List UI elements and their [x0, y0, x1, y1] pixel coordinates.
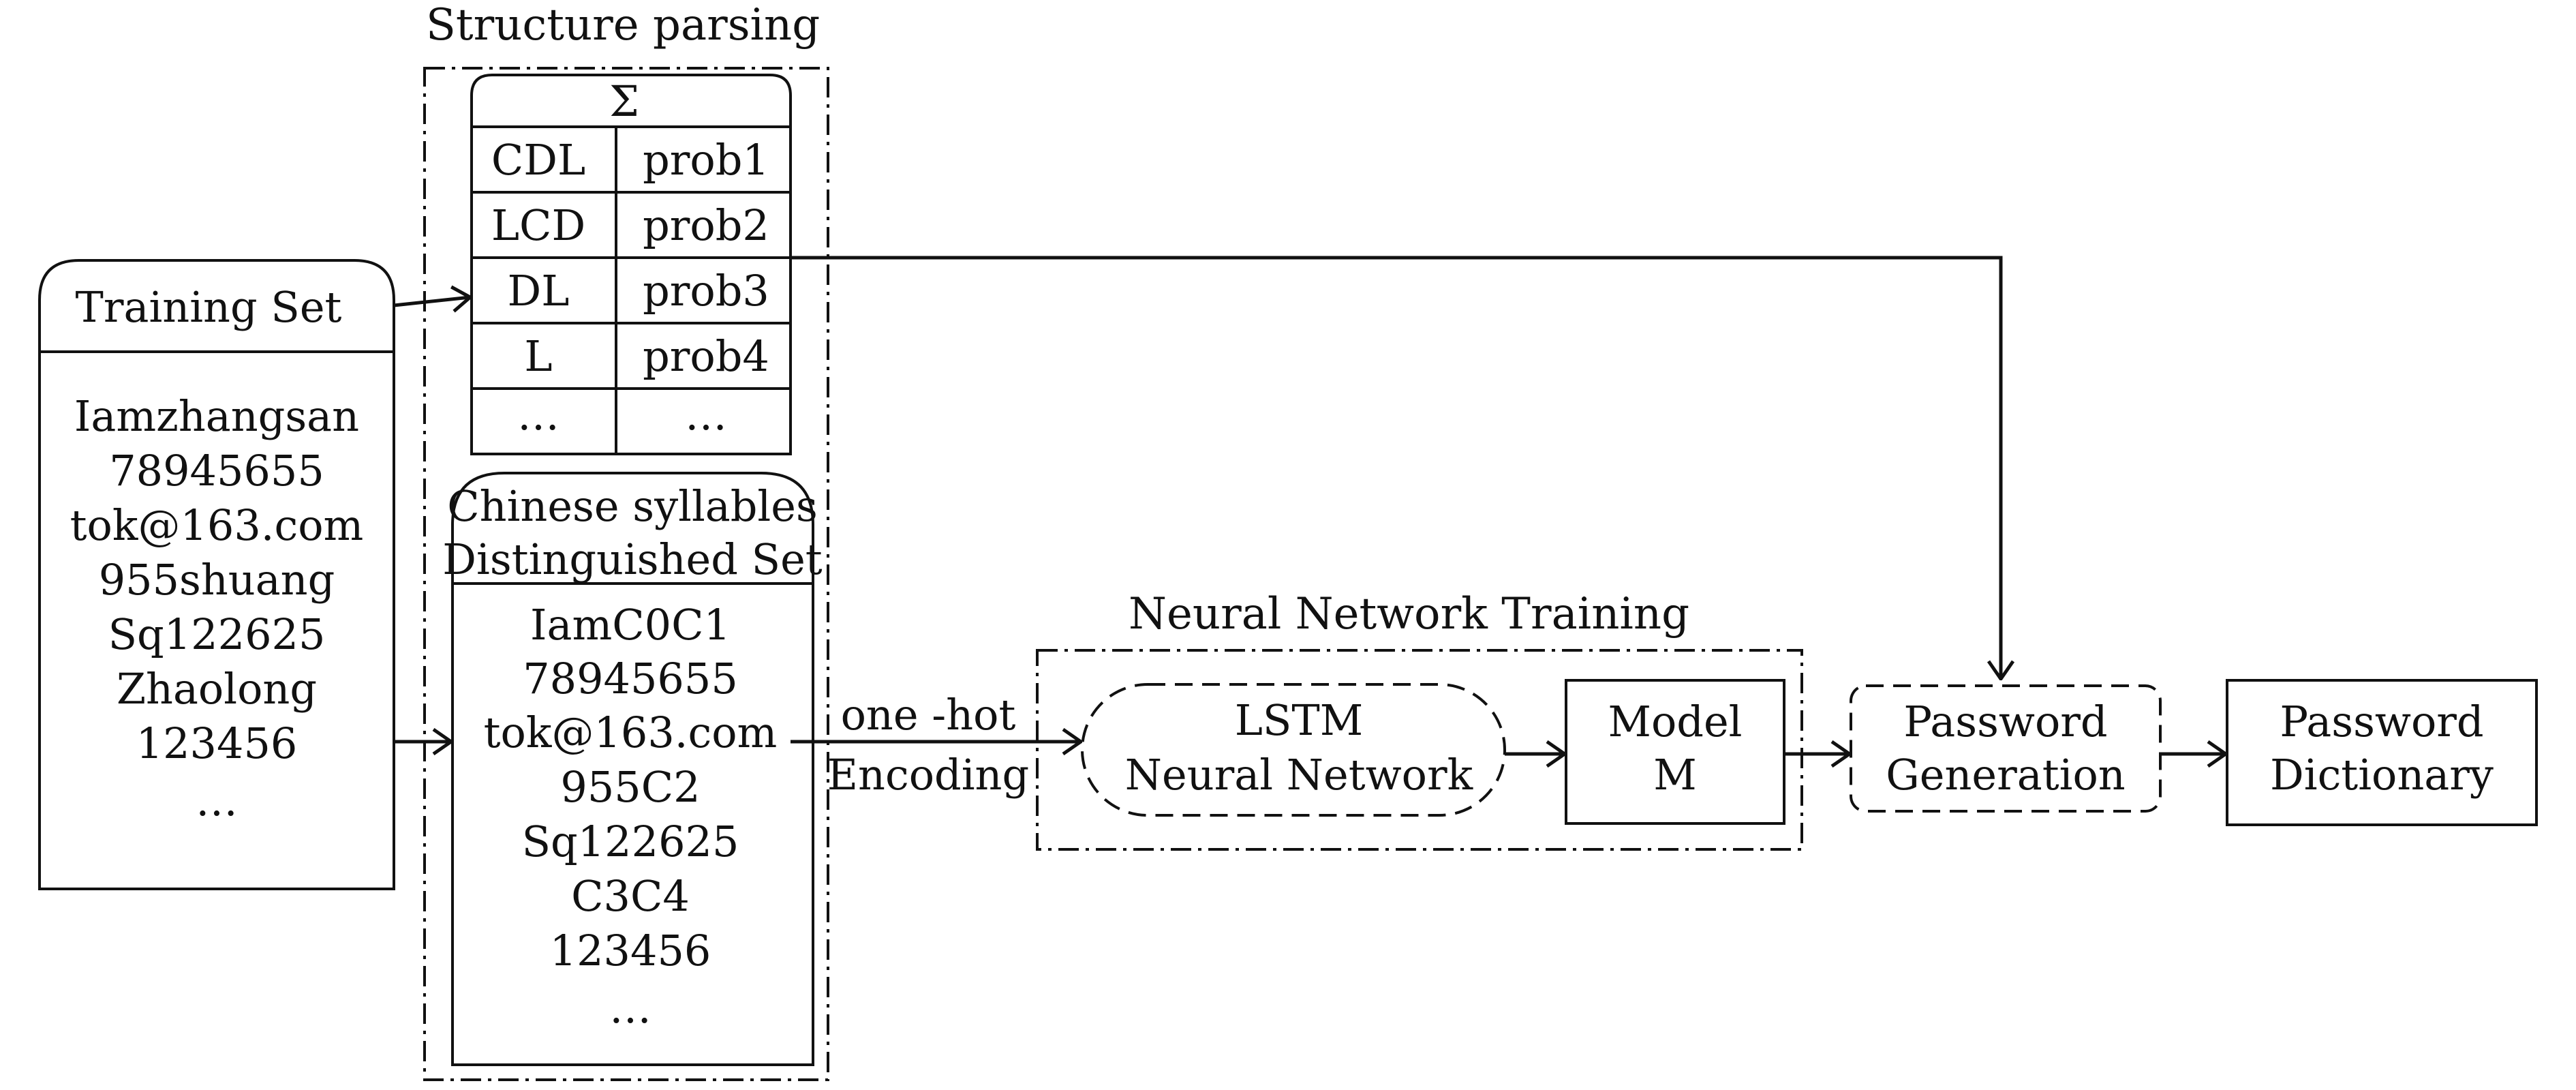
chinese-set-item: 955C2 — [560, 762, 700, 812]
prob-cell: prob4 — [643, 331, 769, 381]
chinese-set-title-line2: Distinguished Set — [442, 534, 822, 584]
structure-parsing-region — [423, 67, 829, 1081]
structure-cell: DL — [508, 266, 570, 316]
training-set-item: 955shuang — [99, 555, 335, 605]
training-set-box — [38, 259, 395, 890]
password-dictionary-label-line1: Password — [2280, 697, 2483, 746]
neural-network-training-region — [1036, 649, 1803, 851]
structure-probability-table: Σ CDL prob1 LCD prob2 DL prob3 L prob4 …… — [470, 74, 792, 455]
sigma-symbol: Σ — [609, 76, 639, 126]
model-label-line2: M — [1653, 750, 1696, 800]
password-dictionary-node — [2226, 679, 2538, 826]
prob-cell: prob2 — [643, 200, 769, 250]
training-set-item: 78945655 — [109, 446, 324, 496]
training-set: Training Set Iamzhangsan 78945655 tok@16… — [38, 259, 395, 890]
training-set-item: Zhaolong — [117, 664, 317, 714]
prob-cell: … — [685, 390, 727, 440]
chinese-set-item: 123456 — [550, 926, 711, 975]
chinese-set-item: tok@163.com — [484, 708, 778, 757]
structure-parsing-title: Structure parsing — [426, 0, 820, 50]
password-generation-label-line1: Password — [1903, 697, 2107, 746]
table-body — [470, 125, 792, 455]
chinese-set-title-line1: Chinese syllables — [447, 481, 818, 531]
sigma-header-box — [470, 74, 792, 128]
chinese-set-item: Sq122625 — [522, 817, 739, 866]
arrow-training-to-table — [393, 297, 470, 305]
chinese-syllables-set: Chinese syllables Distinguished Set IamC… — [442, 472, 823, 1066]
password-generation-label-line2: Generation — [1886, 750, 2125, 800]
lstm-label-line1: LSTM — [1235, 695, 1363, 745]
chinese-set-item: … — [609, 983, 651, 1033]
arrow-table-to-password-generation — [791, 256, 2001, 679]
structure-cell: … — [517, 390, 559, 440]
prob-cell: prob1 — [643, 135, 769, 185]
chinese-set-item: IamC0C1 — [530, 600, 731, 650]
chinese-set-box — [451, 472, 814, 1066]
structure-cell: L — [524, 331, 552, 381]
chinese-set-item: C3C4 — [571, 871, 690, 921]
prob-cell: prob3 — [643, 266, 769, 316]
password-generation-node — [1850, 684, 2162, 813]
model-node — [1565, 679, 1785, 825]
password-dictionary-label-line2: Dictionary — [2270, 750, 2494, 800]
neural-network-training-title: Neural Network Training — [1129, 589, 1689, 639]
structure-cell: CDL — [491, 135, 585, 185]
training-set-item: Sq122625 — [108, 609, 326, 659]
lstm-node — [1081, 683, 1506, 817]
training-set-item: tok@163.com — [70, 500, 364, 550]
training-set-item: 123456 — [136, 718, 298, 768]
structure-cell: LCD — [491, 200, 585, 250]
lstm-label-line2: Neural Network — [1125, 750, 1473, 800]
training-set-item: Iamzhangsan — [74, 391, 359, 441]
chinese-set-item: 78945655 — [523, 654, 738, 703]
encoding-label-line2: Encoding — [827, 750, 1029, 800]
training-set-item: … — [196, 776, 238, 826]
training-set-title: Training Set — [76, 282, 342, 332]
encoding-label-line1: one -hot — [841, 690, 1016, 740]
model-label-line1: Model — [1608, 697, 1742, 746]
